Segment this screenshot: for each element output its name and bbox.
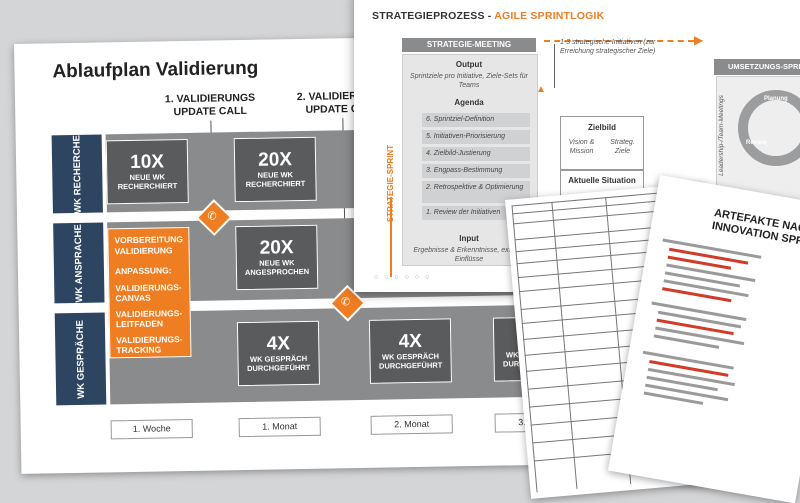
phone-icon: ✆ [207,210,217,223]
agenda-item: 6. Sprintziel-Definition [422,113,530,127]
row-label-recherche: WK RECHERCHE [51,134,103,214]
call-header-1: 1. VALIDIERUNGS UPDATE CALL [164,91,256,119]
slide-title: STRATEGIEPROZESS - AGILE SPRINTLOGIK [372,10,605,22]
agenda-item: 4. Zielbild-Justierung [422,147,530,161]
timeline-month2: 2. Monat [370,414,453,435]
agenda-item: 1. Review der Initiativen [422,206,530,220]
arrow-up-icon: ▲ [536,84,546,95]
input-heading: Input [459,234,479,243]
cycle-ring [738,90,800,166]
umsetzungs-header: UMSETZUNGS-SPRI [714,59,800,75]
leadership-label: Leadership-/Team-Meetings [717,94,725,176]
zielbild-panel: Zielbild Vision & Mission Strateg. Ziele [560,116,644,170]
note-line [554,44,555,88]
cycle-label-review: Review [746,140,767,146]
timeline-month1: 1. Monat [238,416,321,438]
toolbar-icons[interactable]: ○○○○○○ [374,274,436,281]
row-label-gespraeche: WK GESPRÄCHE [54,312,107,406]
sprint-bar [390,197,392,277]
agenda-heading: Agenda [454,98,484,107]
timeline-week1: 1. Woche [110,418,193,440]
agenda-item: 5. Initiativen-Priorisierung [422,130,530,144]
slide-title: Ablaufplan Validierung [52,57,259,83]
arrow-right-icon: ▶ [694,33,704,47]
agenda-item: 3. Engpass-Bestimmung [422,164,530,178]
dashed-connector [544,40,694,42]
row-label-ansprache: WK ANSPRACHE [53,222,105,304]
doc-title: ARTEFAKTE NACH INNOVATION SPRI [710,207,800,249]
phone-icon: ✆ [340,296,351,309]
initiativen-note: 1-3 strategische Initiativen (zur Erreic… [560,39,656,55]
output-text: Sprintziele pro Initiative, Ziele-Sets f… [410,73,528,89]
output-heading: Output [455,60,483,69]
input-text: Ergebnisse & Erkenntnisse, externe Einfl… [413,247,525,263]
vorbereitung-box: VORBEREITUNG VALIDIERUNG ANPASSUNG: VALI… [107,226,192,359]
agenda-item: 2. Retrospektive & Optimierung [422,181,530,203]
strategie-meeting-header: STRATEGIE-MEETING [402,38,536,52]
cycle-label-planung: Planung [764,96,788,102]
